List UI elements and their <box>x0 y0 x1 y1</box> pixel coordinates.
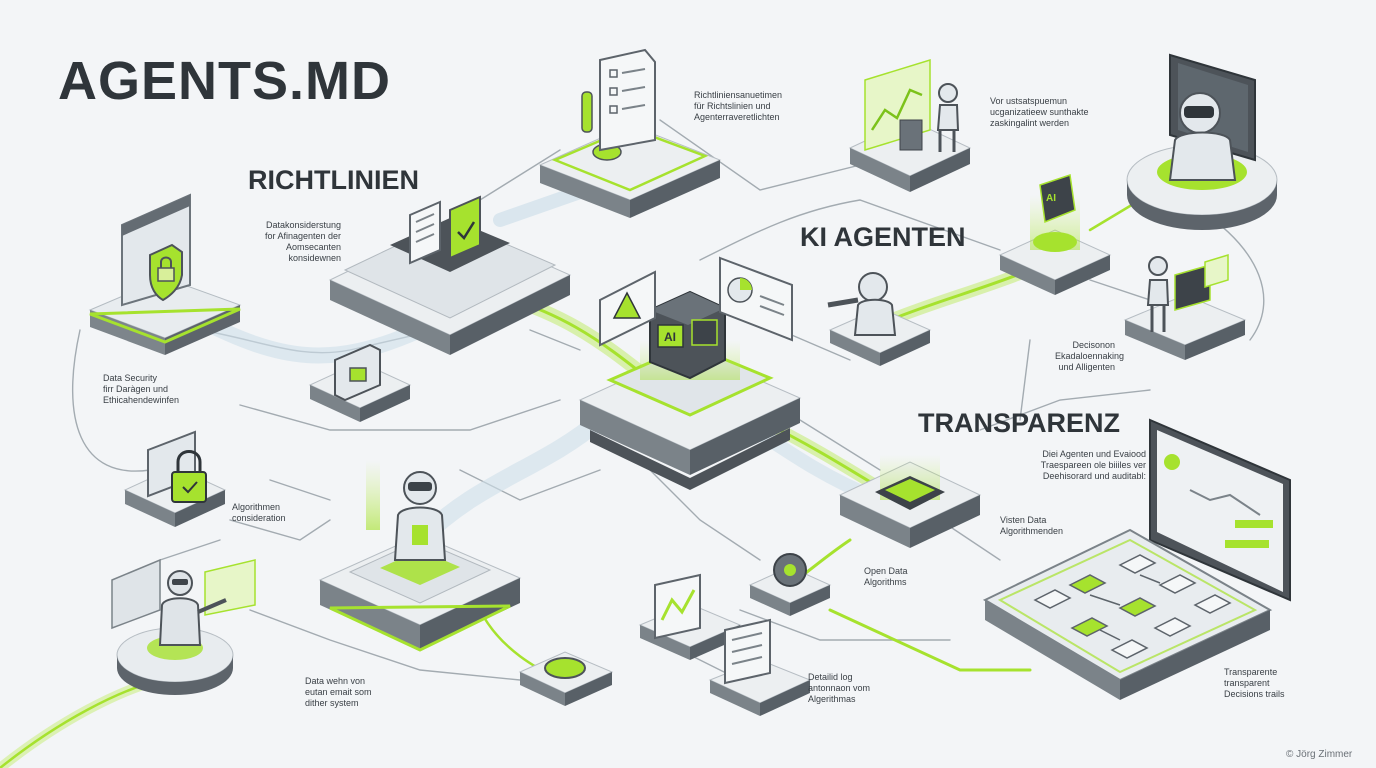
platform-monitor-robot <box>1127 55 1277 230</box>
platform-shield <box>90 195 240 355</box>
page-title: AGENTS.MD <box>58 50 391 112</box>
ai-chip-icon <box>650 292 725 378</box>
caption-detailed-log: Detailid log antonnaon vom Algerithmas <box>808 672 870 705</box>
warning-icon <box>600 272 655 345</box>
caption-diei-agenten: Diei Agenten und Evaiood Traespareen ole… <box>1000 449 1146 482</box>
section-title-transparenz: TRANSPARENZ <box>918 408 1120 439</box>
credit: © Jörg Zimmer <box>1286 749 1352 760</box>
caption-visten-data: Visten Data Algorithmenden <box>1000 515 1063 537</box>
platform-padlock <box>125 432 225 527</box>
caption-data-security: Data Security firr Daràgen und Ethicahen… <box>103 373 179 406</box>
caption-richtlinien-top: Richtliniensanuetimen für Richtslinien u… <box>694 90 782 123</box>
section-title-richtlinien: RICHTLINIEN <box>248 165 419 196</box>
gear-icon <box>774 554 806 586</box>
caption-transparente: Transparente transparent Decisions trail… <box>1224 667 1285 700</box>
robot-icon <box>395 472 445 560</box>
platform-robot-arm <box>828 273 930 366</box>
caption-data-wehn: Data wehn von eutan emait som dither sys… <box>305 676 372 709</box>
platform-button <box>520 652 612 706</box>
caption-open-data: Open Data Algorithms <box>864 566 908 588</box>
robot-icon <box>828 273 895 335</box>
caption-vor-ustsatspuem: Vor ustsatspuemun ucganizatieew sunthakt… <box>990 96 1089 129</box>
checklist-icon <box>582 50 655 150</box>
ai-chip-label: AI <box>664 330 676 344</box>
platform-robot-presenter <box>112 560 255 695</box>
section-title-ki-agenten: KI AGENTEN <box>800 222 966 253</box>
platform-analytics <box>850 60 970 192</box>
caption-algorithmen: Algorithmen consideration <box>232 502 286 524</box>
chart-icon <box>655 575 700 638</box>
pie-chart-icon <box>720 258 792 340</box>
caption-decisonon: Decisonon Ekadaloennaking und Alligenten <box>1055 340 1115 373</box>
platform-ai-hub <box>580 258 800 490</box>
platform-guidelines <box>540 50 720 218</box>
platform-transparency-hub <box>840 455 980 548</box>
platform-robot-decision <box>1125 255 1245 360</box>
caption-datakonsiderstung: Datakonsiderstung for Afinagenten der Ao… <box>251 220 341 264</box>
ai-chip-label-small: AI <box>1046 193 1056 204</box>
